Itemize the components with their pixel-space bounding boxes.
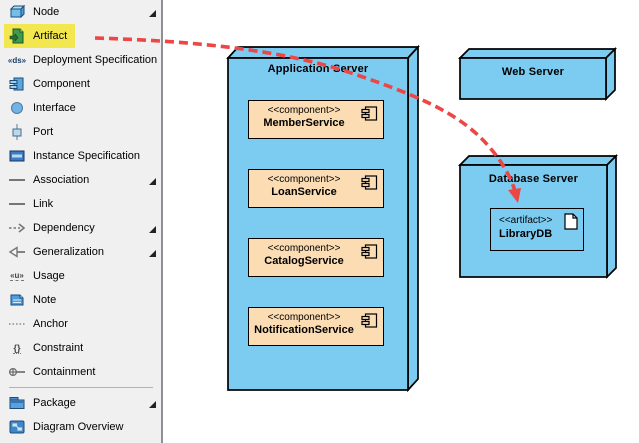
palette-item-component[interactable]: Component — [0, 72, 161, 96]
web-server-title[interactable]: Web Server — [501, 66, 565, 78]
palette-item-usage[interactable]: «u» Usage — [0, 264, 161, 288]
deployment-specification-icon: «ds» — [7, 55, 27, 65]
palette-item-label: Constraint — [33, 342, 84, 354]
note-icon — [6, 291, 28, 309]
anchor-icon — [6, 315, 28, 333]
component-loanservice[interactable]: <<component>> LoanService — [248, 169, 384, 208]
palette-item-containment[interactable]: Containment — [0, 360, 161, 384]
tool-palette: Node Artifact «ds» Deployment Specificat… — [0, 0, 163, 443]
palette-item-anchor[interactable]: Anchor — [0, 312, 161, 336]
palette-item-label: Anchor — [33, 318, 68, 330]
palette-item-artifact[interactable]: Artifact — [0, 24, 161, 48]
palette-item-node[interactable]: Node — [0, 0, 161, 24]
palette-item-label: Component — [33, 78, 90, 90]
component-notificationservice[interactable]: <<component>> NotificationService — [248, 307, 384, 346]
component-stereotype: <<component>> — [267, 243, 341, 254]
component-memberservice[interactable]: <<component>> MemberService — [248, 100, 384, 139]
instance-specification-icon — [6, 147, 28, 165]
palette-item-dependency[interactable]: Dependency — [0, 216, 161, 240]
palette-item-diagram-overview[interactable]: Diagram Overview — [0, 415, 161, 439]
link-icon — [6, 195, 28, 213]
component-name: NotificationService — [254, 324, 354, 336]
palette-item-label: Containment — [33, 366, 96, 378]
component-stereotype: <<component>> — [267, 174, 341, 185]
component-stereotype: <<component>> — [267, 105, 341, 116]
palette-item-label: Usage — [33, 270, 65, 282]
palette-item-label: Interface — [33, 102, 76, 114]
containment-icon — [6, 363, 28, 381]
palette-item-label: Package — [33, 397, 76, 409]
palette-item-constraint[interactable]: {} Constraint — [0, 336, 161, 360]
component-stereotype: <<component>> — [267, 312, 341, 323]
palette-item-interface[interactable]: Interface — [0, 96, 161, 120]
database-server-title[interactable]: Database Server — [488, 173, 579, 185]
component-name: CatalogService — [264, 255, 344, 267]
component-name: LoanService — [271, 186, 337, 198]
palette-item-package[interactable]: Package — [0, 391, 161, 415]
palette-item-link[interactable]: Link — [0, 192, 161, 216]
palette-item-label: Dependency — [33, 222, 95, 234]
palette-item-label: Instance Specification — [33, 150, 141, 162]
package-icon — [6, 394, 28, 412]
component-symbol-icon — [361, 244, 378, 264]
constraint-icon: {} — [13, 342, 21, 354]
node-icon — [6, 3, 28, 21]
submenu-corner-icon[interactable] — [149, 250, 156, 257]
palette-item-association[interactable]: Association — [0, 168, 161, 192]
palette-item-deployment-specification[interactable]: «ds» Deployment Specification — [0, 48, 161, 72]
component-name: MemberService — [263, 117, 345, 129]
component-catalogservice[interactable]: <<component>> CatalogService — [248, 238, 384, 277]
palette-item-label: Port — [33, 126, 54, 138]
selected-tool-highlight: Artifact — [4, 24, 76, 48]
palette-separator — [9, 387, 153, 388]
submenu-corner-icon[interactable] — [149, 178, 156, 185]
application-server-title[interactable]: Application Server — [267, 63, 369, 75]
diagram-overview-icon — [6, 418, 28, 436]
port-icon — [6, 123, 28, 141]
component-icon — [6, 75, 28, 93]
generalization-icon — [6, 243, 28, 261]
dependency-icon — [6, 219, 28, 237]
component-symbol-icon — [361, 175, 378, 195]
artifact-icon — [6, 27, 28, 45]
palette-item-generalization[interactable]: Generalization — [0, 240, 161, 264]
usage-icon: «u» — [10, 271, 24, 281]
palette-item-label: Association — [33, 174, 90, 186]
palette-item-label: Artifact — [33, 30, 68, 42]
artifact-librarydb[interactable]: <<artifact>> LibraryDB — [490, 208, 584, 251]
component-symbol-icon — [361, 106, 378, 126]
document-symbol-icon — [564, 213, 578, 235]
palette-item-label: Diagram Overview — [33, 421, 124, 433]
palette-item-port[interactable]: Port — [0, 120, 161, 144]
interface-icon — [6, 99, 28, 117]
palette-item-label: Deployment Specification — [33, 54, 158, 66]
palette-item-instance-specification[interactable]: Instance Specification — [0, 144, 161, 168]
palette-item-note[interactable]: Note — [0, 288, 161, 312]
submenu-corner-icon[interactable] — [149, 10, 156, 17]
submenu-corner-icon[interactable] — [149, 401, 156, 408]
palette-item-label: Generalization — [33, 246, 104, 258]
palette-item-label: Node — [33, 6, 60, 18]
artifact-stereotype: <<artifact>> — [499, 215, 553, 226]
association-icon — [6, 171, 28, 189]
artifact-name: LibraryDB — [499, 228, 553, 240]
palette-item-label: Link — [33, 198, 54, 210]
component-symbol-icon — [361, 313, 378, 333]
palette-item-label: Note — [33, 294, 57, 306]
submenu-corner-icon[interactable] — [149, 226, 156, 233]
